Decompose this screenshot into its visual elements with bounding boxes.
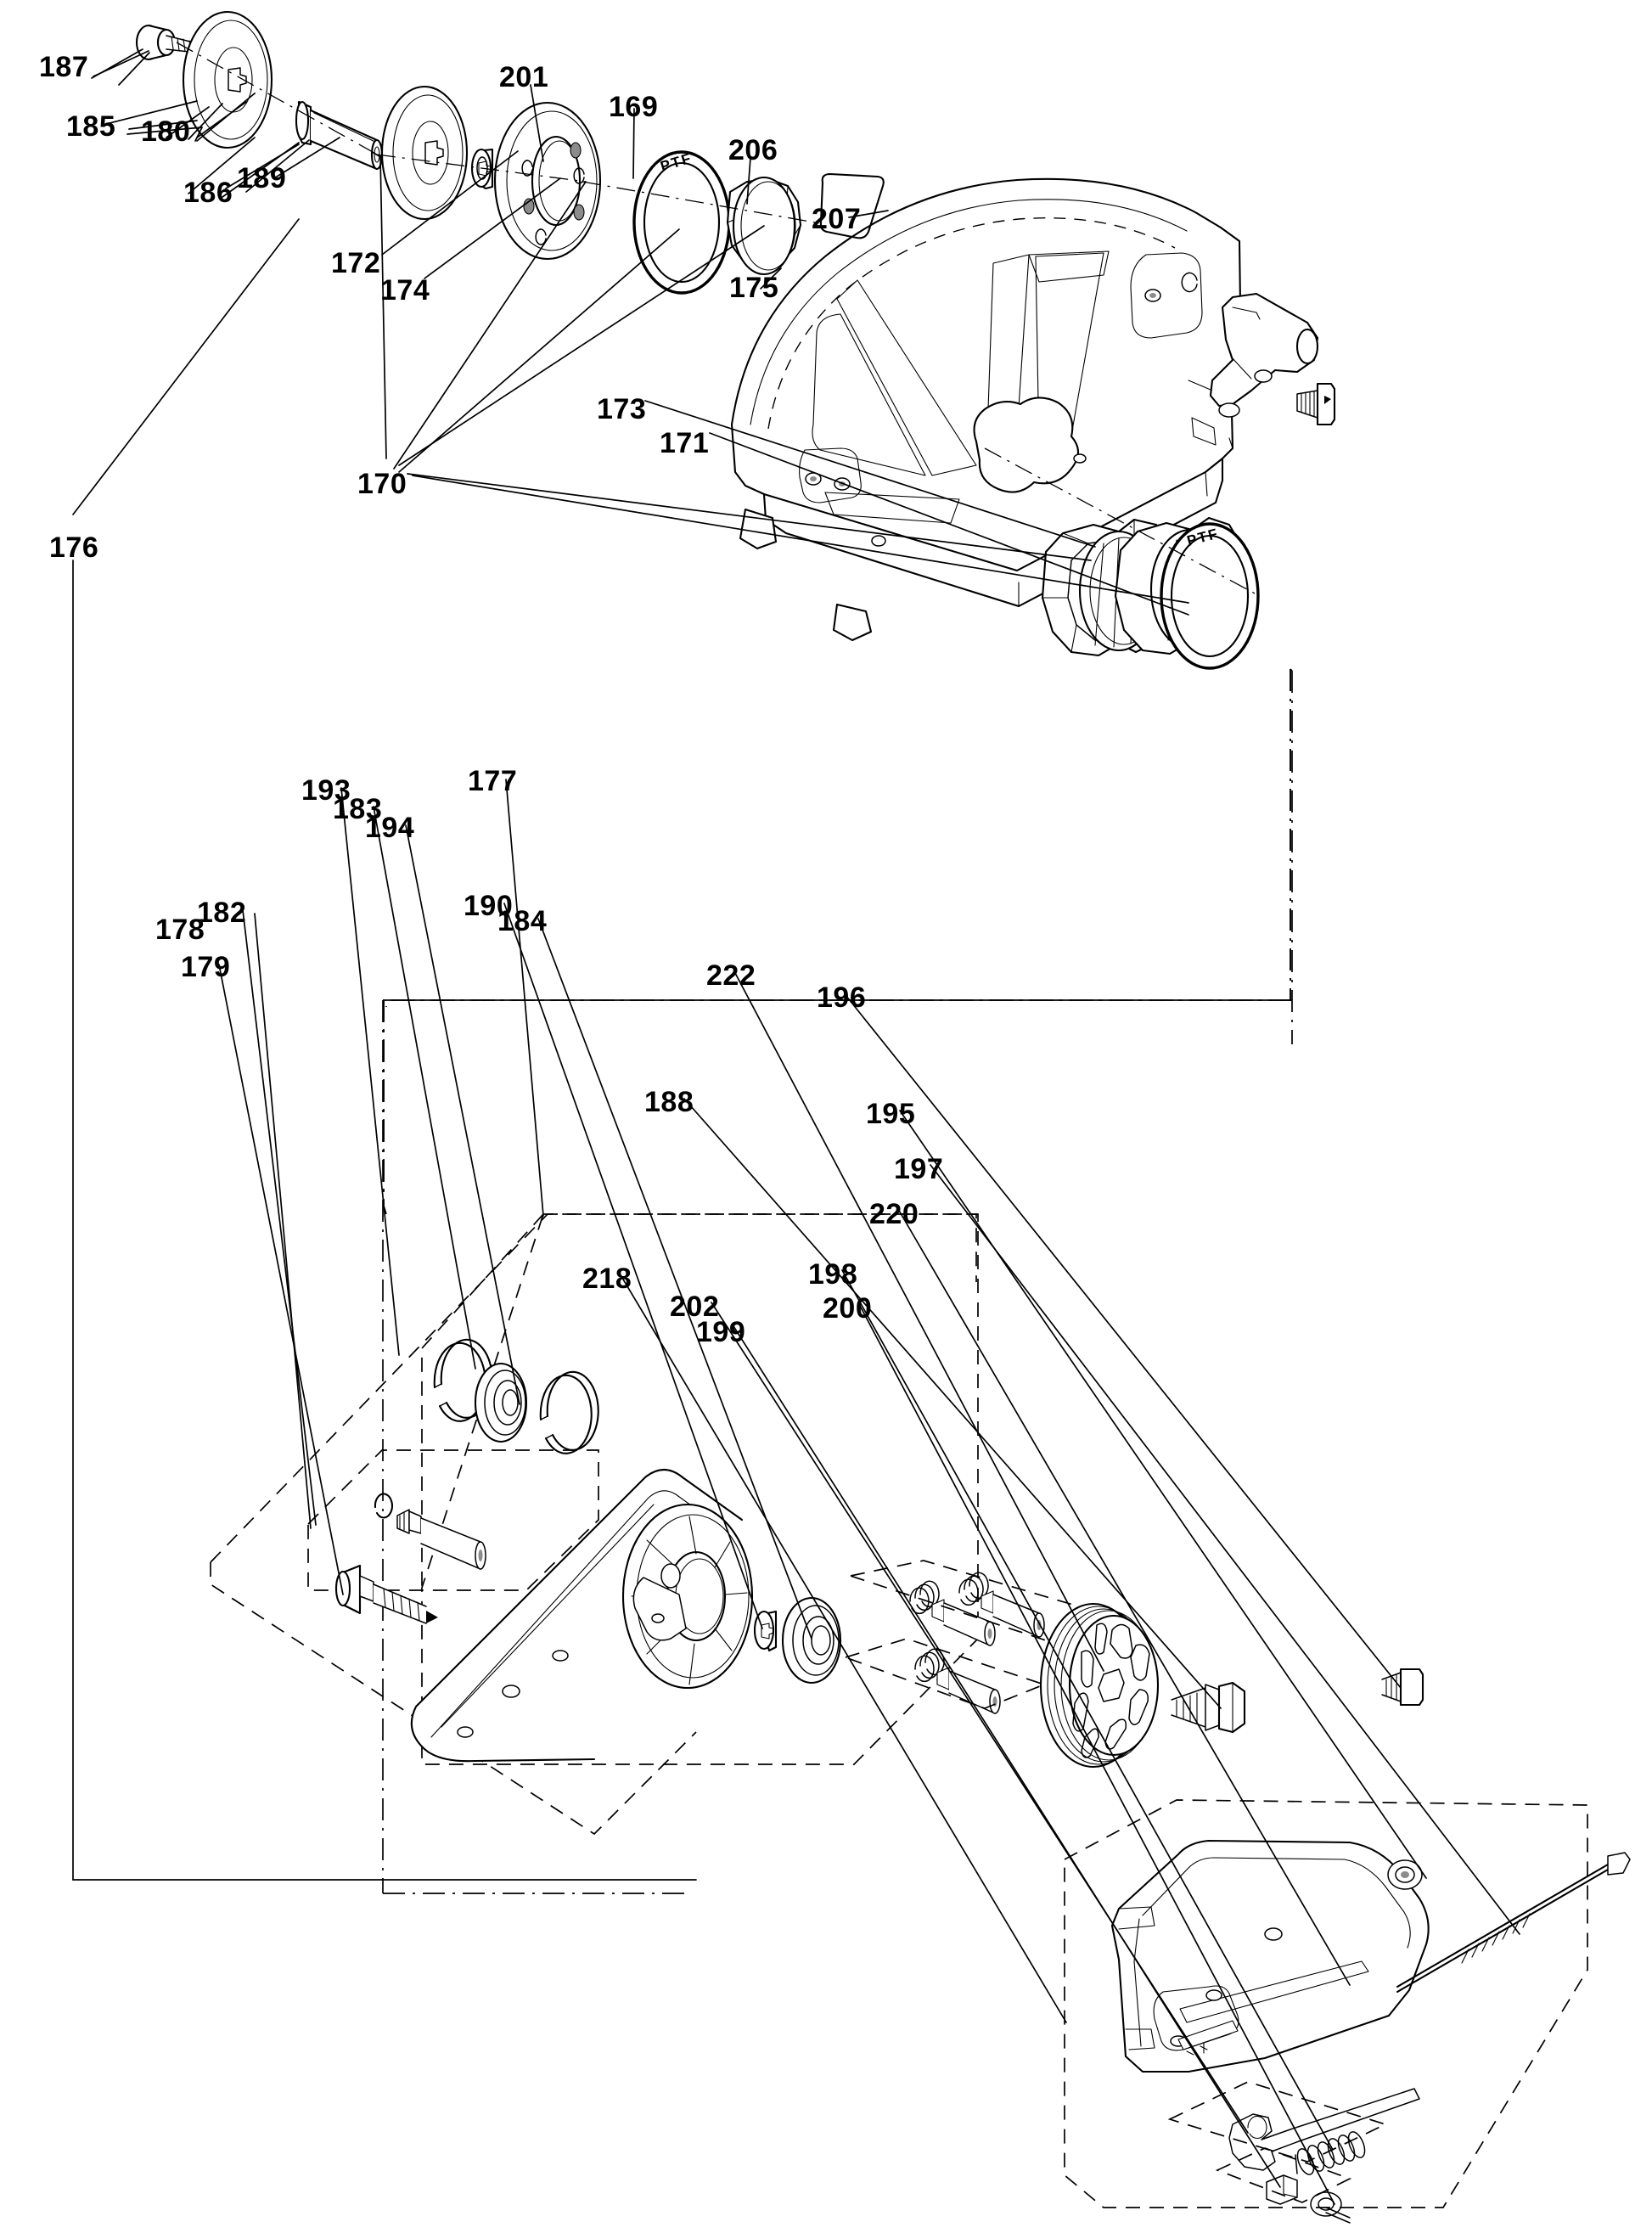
assembly-boundary-176-frame [382, 668, 1293, 1894]
callout-188[interactable]: 188 [644, 1086, 694, 1118]
callout-180[interactable]: 180 [141, 115, 191, 148]
part-174-seal-ring-ptf-outer: PTF [632, 150, 731, 295]
callout-220[interactable]: 220 [869, 1198, 919, 1230]
dashed-box-177 [421, 1213, 979, 1765]
callout-218[interactable]: 218 [582, 1263, 632, 1295]
callout-177[interactable]: 177 [468, 765, 518, 797]
stud-cluster [843, 1560, 1121, 1714]
callout-187[interactable]: 187 [39, 51, 89, 83]
callout-200[interactable]: 200 [823, 1292, 873, 1325]
callout-170[interactable]: 170 [357, 468, 407, 500]
part-190-bearing-spacer [753, 1610, 778, 1652]
callout-176[interactable]: 176 [49, 532, 99, 564]
part-222-drive-pulley [1039, 1602, 1160, 1769]
callout-201[interactable]: 201 [499, 61, 549, 93]
callout-175[interactable]: 175 [729, 272, 779, 304]
callout-169[interactable]: 169 [609, 91, 659, 123]
callout-174[interactable]: 174 [380, 274, 430, 307]
part-187-flange-bolt [135, 24, 211, 61]
assembly-centerlines [176, 42, 1257, 595]
part-202-latch-lever [1228, 2088, 1420, 2171]
part-lock-collar-faceted-outer [726, 176, 802, 276]
dashed-box-182 [307, 1449, 599, 1591]
callout-198[interactable]: 198 [808, 1258, 858, 1291]
callout-183[interactable]: 183 [333, 793, 383, 825]
part-182-shoulder-pin-kit [374, 1493, 486, 1570]
part-180-spindle-sleeve [295, 100, 384, 171]
callout-194[interactable]: 194 [365, 812, 415, 844]
stud-1 [909, 1580, 996, 1646]
part-206-handle-bracket [1209, 292, 1319, 418]
part-220-belt-cover [1110, 1839, 1430, 2073]
callout-185[interactable]: 185 [66, 110, 116, 143]
callout-199[interactable]: 199 [696, 1316, 746, 1348]
part-197-tension-rod [1396, 1852, 1631, 1994]
leader-lines [72, 48, 1520, 2205]
callout-206[interactable]: 206 [728, 134, 778, 166]
callout-190[interactable]: 190 [464, 890, 514, 922]
part-195-grommet [1387, 1859, 1423, 1890]
callout-222[interactable]: 222 [706, 959, 756, 992]
callout-207[interactable]: 207 [812, 203, 862, 235]
callout-179[interactable]: 179 [181, 951, 231, 983]
part-196-cover-screw [1381, 1668, 1424, 1707]
callout-173[interactable]: 173 [597, 393, 647, 425]
callout-184[interactable]: 184 [497, 905, 548, 937]
callout-182[interactable]: 182 [197, 897, 247, 929]
stud-2 [958, 1572, 1045, 1638]
callout-195[interactable]: 195 [866, 1098, 916, 1130]
callout-178[interactable]: 178 [155, 914, 205, 946]
callout-172[interactable]: 172 [331, 247, 381, 279]
callout-171[interactable]: 171 [660, 427, 710, 459]
callout-193[interactable]: 193 [301, 774, 351, 807]
callout-202[interactable]: 202 [670, 1291, 720, 1323]
part-172-flange-disc [493, 101, 602, 261]
part-184-ball-bearing-large [781, 1596, 842, 1685]
part-188-pulley-bolt [1171, 1681, 1246, 1734]
callout-186[interactable]: 186 [183, 177, 233, 209]
part-193-retaining-ring-outer [433, 1338, 493, 1422]
part-199-latch-pawl [1266, 2174, 1298, 2205]
callout-189[interactable]: 189 [237, 162, 287, 194]
part-171-seal-ring-ptf-inner: PTF [1160, 522, 1260, 670]
dashed-box-218 [1064, 1799, 1588, 2208]
part-177-gear-case-body [410, 1468, 762, 1763]
part-183-ball-bearing-small [474, 1362, 528, 1443]
part-186-inner-flange-washer [380, 85, 469, 221]
part-185-outer-flange-washer [182, 10, 273, 149]
callout-196[interactable]: 196 [817, 982, 867, 1014]
part-194-retaining-ring-inner [539, 1370, 599, 1454]
part-207-bracket-screw [1296, 382, 1336, 426]
part-201-cover-plug [819, 172, 885, 239]
callout-197[interactable]: 197 [894, 1153, 944, 1185]
part-179-hex-flange-bolt [334, 1564, 438, 1624]
